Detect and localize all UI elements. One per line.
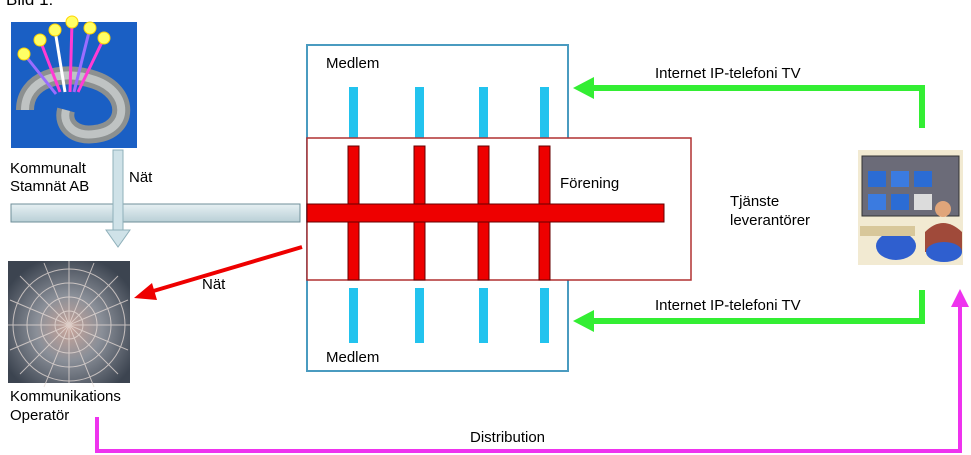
- stamnat-to-operator-arrowhead: [105, 229, 131, 248]
- distribution-arrow-line: [95, 306, 962, 453]
- member-bar-bottom-3: [479, 288, 488, 343]
- stamnat-to-operator-connector: [112, 149, 124, 231]
- stamnat-label-line2: Stamnät AB: [10, 178, 90, 195]
- services-top-arrowhead: [573, 77, 594, 99]
- member-bar-top-3: [479, 87, 488, 142]
- member-bar-top-1: [349, 87, 358, 142]
- stamnat-backbone-pipe: [10, 203, 301, 223]
- member-bar-top-2: [415, 87, 424, 142]
- forening-label: Förening: [560, 175, 620, 192]
- member-bar-top-4: [540, 87, 549, 142]
- services-top-arrow-line: [592, 85, 925, 128]
- medlem-bottom-label: Medlem: [326, 349, 380, 366]
- member-bar-bottom-4: [540, 288, 549, 343]
- services-bottom-arrow-line: [592, 290, 925, 324]
- distribution-label: Distribution: [470, 429, 546, 446]
- operator-label-line2: Operatör: [10, 407, 70, 424]
- nat-down-label: Nät: [129, 169, 153, 186]
- member-bar-bottom-1: [349, 288, 358, 343]
- nat-red-arrow-line: [149, 245, 303, 294]
- network-dome-icon: [8, 261, 130, 388]
- services-bottom-arrowhead: [573, 310, 594, 332]
- nat-red-arrowhead: [134, 283, 157, 300]
- tjanste-label-line2: leverantörer: [730, 212, 811, 229]
- operator-label-line1: Kommunikations: [10, 388, 121, 405]
- stamnat-label-line1: Kommunalt: [10, 160, 86, 177]
- forening-horizontal-bar: [306, 203, 665, 223]
- medlem-top-label: Medlem: [326, 55, 380, 72]
- services-bottom-label: Internet IP-telefoni TV: [655, 297, 801, 314]
- nat-red-label: Nät: [202, 276, 226, 293]
- services-top-label: Internet IP-telefoni TV: [655, 65, 801, 82]
- tjanste-label-line1: Tjänste: [730, 193, 780, 210]
- fiber-optic-cable-icon: [11, 15, 137, 148]
- distribution-arrowhead: [951, 289, 969, 307]
- member-bar-bottom-2: [415, 288, 424, 343]
- service-providers-icon: [858, 150, 963, 265]
- header-title: Bild 1:: [6, 0, 53, 9]
